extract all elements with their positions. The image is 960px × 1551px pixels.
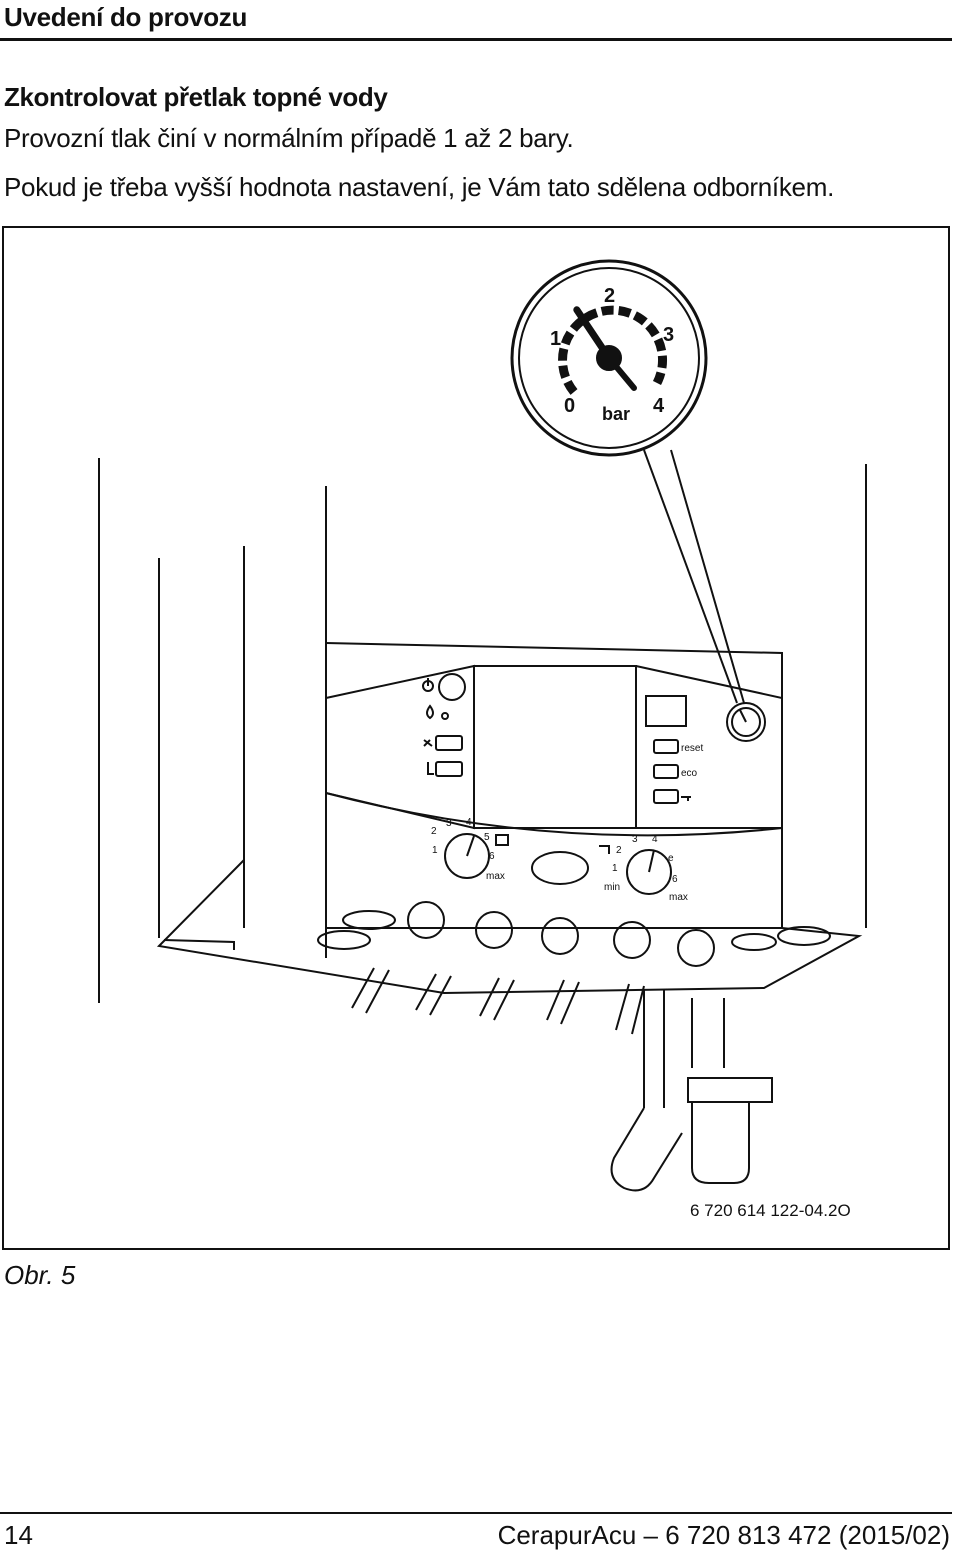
knob2-scale-e: e xyxy=(668,853,674,864)
service-button xyxy=(435,735,463,751)
knob2-scale-2: 2 xyxy=(616,845,622,856)
magnified-gauge-inner xyxy=(518,267,700,449)
footer-rule xyxy=(0,1512,952,1514)
reset-button xyxy=(653,739,679,754)
chimney-button xyxy=(435,761,463,777)
knob2-scale-4: 4 xyxy=(652,834,658,845)
drain-tube xyxy=(691,998,725,1068)
gauge-label-2: 2 xyxy=(604,285,615,307)
callout-line-left xyxy=(643,449,738,704)
knob1-scale-max: max xyxy=(486,871,505,882)
tray-lip xyxy=(163,939,235,950)
power-button xyxy=(438,673,466,701)
eco-button xyxy=(653,764,679,779)
hot-water-knob xyxy=(626,849,672,895)
knob1-scale-3: 3 xyxy=(446,818,452,829)
radiator-icon xyxy=(495,834,509,846)
reset-label: reset xyxy=(681,743,703,754)
knob1-scale-5: 5 xyxy=(484,832,490,843)
valve-3 xyxy=(541,917,579,955)
gauge-hub xyxy=(596,345,622,371)
valve-2 xyxy=(475,911,513,949)
figure-code: 6 720 614 122-04.2O xyxy=(690,1201,851,1220)
paragraph-setting: Pokud je třeba vyšší hodnota nastavení, … xyxy=(4,172,834,202)
pipe-3 xyxy=(479,977,515,1021)
figure-caption: Obr. 5 xyxy=(4,1260,76,1290)
paragraph-pressure: Provozní tlak činí v normálním případě 1… xyxy=(4,123,574,153)
valve-5 xyxy=(677,929,715,967)
callout-line-right xyxy=(670,449,745,704)
page-header-title: Uvedení do provozu xyxy=(4,2,248,32)
figure-frame: reset eco 1 2 3 4 5 6 max 1 2 3 4 e 6 mi… xyxy=(2,226,950,1250)
knob2-scale-min: min xyxy=(604,882,620,893)
knob1-scale-4: 4 xyxy=(466,817,472,828)
front-logo-oval xyxy=(531,851,589,885)
siphon-top xyxy=(687,1077,773,1103)
drain-hose xyxy=(643,990,665,1108)
drain-elbow xyxy=(610,1107,683,1192)
panel-right-face xyxy=(635,665,783,829)
pipe-4 xyxy=(546,979,580,1025)
knob2-scale-1: 1 xyxy=(612,863,618,874)
key-icon xyxy=(681,796,691,801)
knob2-scale-3: 3 xyxy=(632,834,638,845)
siphon-body xyxy=(691,1102,750,1184)
header-rule xyxy=(0,38,952,41)
tap-icon xyxy=(599,845,610,854)
panel-left-face xyxy=(325,664,475,830)
gauge-label-1: 1 xyxy=(550,328,561,350)
gauge-label-4: 4 xyxy=(653,395,665,417)
chimney-icon xyxy=(427,762,434,775)
section-title: Zkontrolovat přetlak topné vody xyxy=(4,82,388,112)
eco-label: eco xyxy=(681,768,698,779)
knob2-scale-6: 6 xyxy=(672,874,678,885)
valve-1 xyxy=(407,901,445,939)
control-panel xyxy=(325,642,783,929)
digital-display xyxy=(645,695,687,727)
tray-hole-4 xyxy=(731,933,777,951)
bottom-tray xyxy=(156,859,863,995)
knob1-scale-6: 6 xyxy=(489,851,495,862)
gauge-unit-label: bar xyxy=(602,404,630,424)
pipe-5 xyxy=(615,983,645,1035)
gauge-label-3: 3 xyxy=(663,324,674,346)
panel-lower-curve xyxy=(325,792,783,837)
document-id: CerapurAcu – 6 720 813 472 (2015/02) xyxy=(497,1520,950,1550)
gauge-scale-arc xyxy=(558,305,668,395)
wrench-icon xyxy=(423,739,433,747)
boiler-illustration: reset eco 1 2 3 4 5 6 max 1 2 3 4 e 6 mi… xyxy=(98,259,867,1192)
panel-pressure-gauge xyxy=(726,702,766,742)
pipe-2 xyxy=(415,973,452,1016)
valve-4 xyxy=(613,921,651,959)
knob2-scale-max: max xyxy=(669,892,688,903)
key-button xyxy=(653,789,679,804)
knob1-scale-2: 2 xyxy=(431,826,437,837)
tray-hole-3 xyxy=(777,926,831,946)
tray-hole-1 xyxy=(342,910,396,930)
page-number: 14 xyxy=(4,1520,33,1550)
flame-icon xyxy=(426,704,434,720)
pipe-1 xyxy=(351,967,390,1014)
burner-led xyxy=(441,712,449,720)
tray-hole-2 xyxy=(317,930,371,950)
knob1-scale-1: 1 xyxy=(432,845,438,856)
panel-display-area xyxy=(473,665,637,829)
gauge-label-0: 0 xyxy=(564,395,575,417)
heating-knob xyxy=(444,833,490,879)
